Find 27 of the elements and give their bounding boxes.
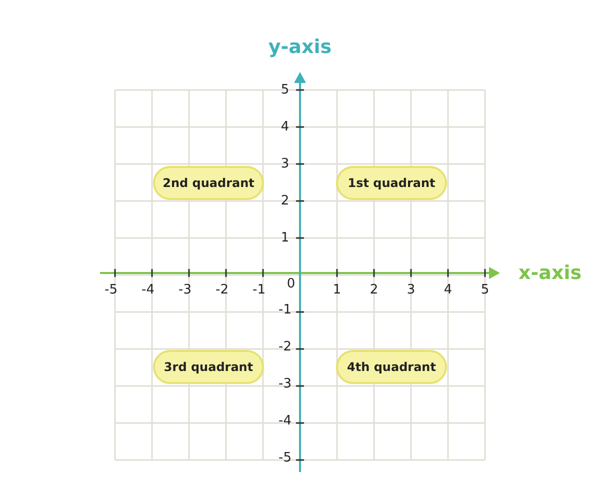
tick-label: 2 — [280, 194, 290, 208]
tick-label: -3 — [178, 282, 192, 298]
tick-label: 3 — [406, 282, 416, 298]
tick-label: -2 — [278, 340, 292, 354]
tick-label: 3 — [280, 156, 290, 172]
quadrant-label: 2nd quadrant — [153, 166, 264, 200]
tick-label: 5 — [480, 282, 490, 298]
quadrant-label: 3rd quadrant — [153, 350, 264, 384]
tick-label: 1 — [332, 282, 342, 298]
tick-label: -3 — [278, 376, 292, 392]
tick-label: -1 — [252, 282, 266, 298]
quadrant-label: 4th quadrant — [336, 350, 447, 384]
axis-title: x-axis — [518, 262, 582, 284]
axis-title: y-axis — [268, 36, 332, 58]
tick-label: -2 — [216, 282, 228, 298]
tick-label: -4 — [278, 414, 292, 428]
tick-label: 1 — [280, 230, 290, 246]
tick-label: -1 — [278, 302, 292, 318]
tick-label: -5 — [278, 450, 292, 466]
quadrant-label: 1st quadrant — [336, 166, 447, 200]
tick-label: -5 — [104, 282, 118, 298]
tick-label: 4 — [280, 120, 290, 134]
tick-label: 5 — [280, 82, 290, 98]
tick-label: 4 — [444, 282, 452, 298]
tick-label: 2 — [370, 282, 378, 298]
tick-label: -4 — [142, 282, 154, 298]
tick-label: 0 — [286, 276, 296, 292]
